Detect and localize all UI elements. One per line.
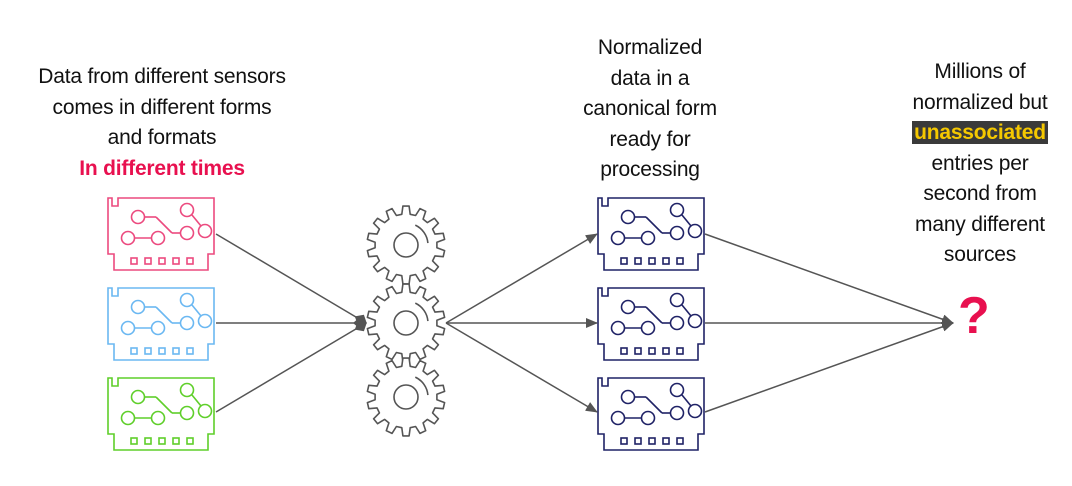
sensor-card-green: [107, 377, 215, 451]
circuit-board-icon: [107, 287, 215, 361]
gears-icon: [366, 205, 446, 437]
sources-emphasis: In different times: [79, 156, 245, 180]
normalized-line-2: data in a: [610, 66, 690, 90]
arrow-normalized-1-to-result: [704, 233, 954, 324]
arrow-green-to-gears: [215, 320, 367, 413]
sources-line-2: comes in different forms: [52, 95, 272, 119]
sensor-card-blue: [107, 287, 215, 361]
circuit-board-icon: [107, 197, 215, 271]
arrow-gears-to-normalized-1: [445, 233, 598, 324]
sensor-sources-label: Data from different sensors comes in dif…: [0, 62, 324, 184]
normalized-data-label: Normalized data in a canonical form read…: [560, 33, 740, 186]
normalized-line-3: canonical form: [583, 97, 717, 120]
gear-icon: [366, 205, 446, 285]
sources-line-1: Data from different sensors: [38, 65, 286, 88]
millions-line-2: normalized but: [912, 90, 1048, 114]
circuit-board-icon: [597, 197, 705, 271]
gear-icon: [366, 357, 446, 437]
millions-entries-label: Millions of normalized but unassociated …: [890, 57, 1070, 271]
normalized-card-3: [597, 377, 705, 451]
question-mark-icon: ?: [958, 287, 990, 345]
normalized-card-1: [597, 197, 705, 271]
millions-line-7: sources: [943, 243, 1017, 266]
millions-line-5: second from: [923, 182, 1037, 205]
circuit-board-icon: [107, 377, 215, 451]
normalized-line-1: Normalized: [597, 36, 703, 59]
circuit-board-icon: [597, 377, 705, 451]
arrow-normalized-3-to-result: [704, 322, 954, 413]
unassociated-highlight: unassociated: [912, 121, 1048, 144]
gear-icon: [366, 283, 446, 363]
millions-line-4: entries per: [931, 151, 1029, 175]
millions-line-1: Millions of: [934, 60, 1026, 83]
arrow-pink-to-gears: [215, 233, 367, 326]
millions-highlight-row: unassociated: [890, 118, 1070, 149]
sources-line-3: and formats: [107, 126, 217, 149]
normalized-card-2: [597, 287, 705, 361]
arrow-gears-to-normalized-3: [445, 322, 598, 413]
millions-line-6: many different: [915, 212, 1045, 236]
sensor-card-pink: [107, 197, 215, 271]
normalized-line-4: ready for: [609, 127, 691, 151]
normalized-line-5: processing: [600, 158, 700, 181]
circuit-board-icon: [597, 287, 705, 361]
